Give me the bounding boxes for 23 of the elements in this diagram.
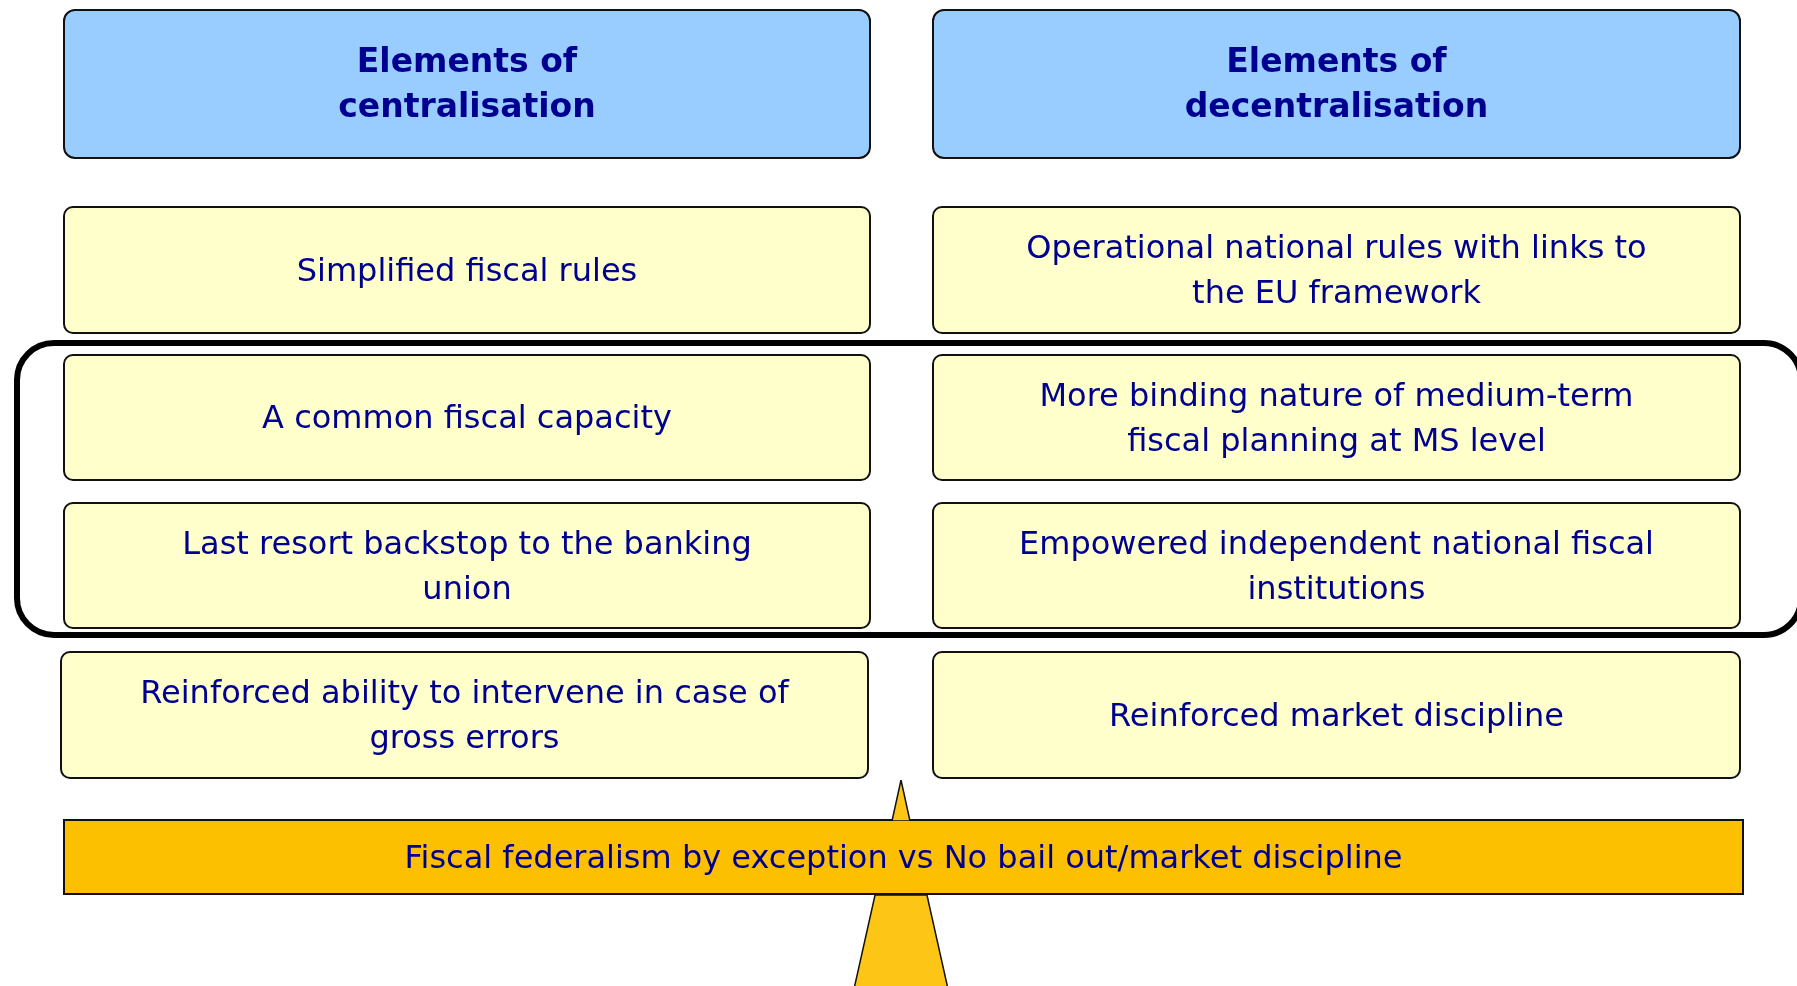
column-heading: Elements of centralisation xyxy=(337,40,597,127)
element-box xyxy=(63,354,871,481)
element-text: Operational national rules with links to the EU framework xyxy=(1025,227,1648,313)
column-header-box xyxy=(63,9,871,159)
element-box xyxy=(932,354,1741,481)
element-box xyxy=(932,651,1741,779)
balance-text: Fiscal federalism by exception vs No bail out/market discipline xyxy=(403,836,1404,878)
element-text: More binding nature of medium-term fiscal planning at MS level xyxy=(1038,374,1635,461)
element-text: A common fiscal capacity xyxy=(261,397,673,439)
element-text: Simplified fiscal rules xyxy=(295,249,639,291)
column-heading: Elements of decentralisation xyxy=(1183,40,1490,127)
column-header-box xyxy=(932,9,1741,159)
element-box xyxy=(63,206,871,334)
element-text: Reinforced ability to intervene in case of gross errors xyxy=(139,672,791,758)
element-box xyxy=(63,502,871,629)
element-box xyxy=(932,206,1741,334)
element-text: Last resort backstop to the banking union xyxy=(181,522,753,609)
element-text: Reinforced market discipline xyxy=(1108,694,1565,736)
element-box xyxy=(60,651,869,779)
element-text: Empowered independent national fiscal institutions xyxy=(1018,522,1655,609)
fulcrum-triangle xyxy=(852,895,950,986)
element-box xyxy=(932,502,1741,629)
highlight-outline xyxy=(14,340,1797,638)
